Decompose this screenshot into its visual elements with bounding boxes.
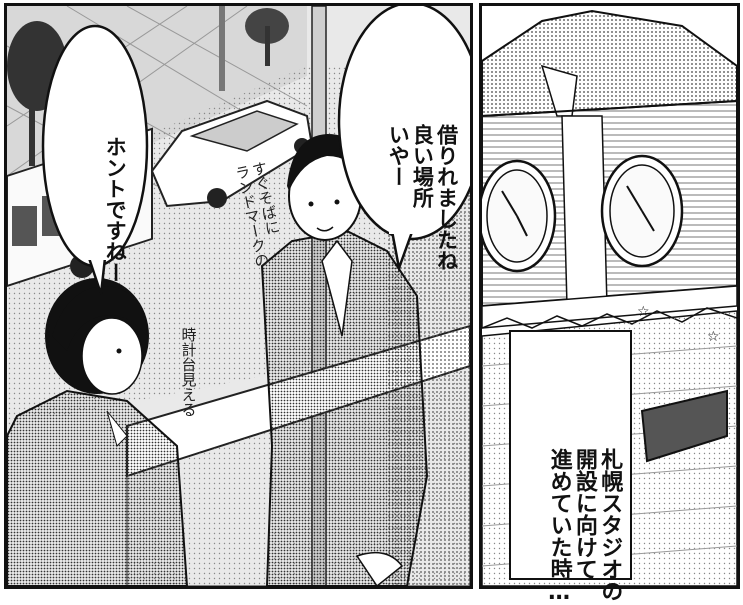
man-speech-bubble-shape	[337, 6, 470, 273]
svg-text:☆: ☆	[637, 304, 650, 320]
caption-line-2: 開設に向けて	[571, 448, 597, 580]
man-speech-line-3: 借りれましたね	[434, 124, 459, 271]
narration-caption: 札幌スタジオの 開設に向けて 進めていた時…	[521, 348, 647, 605]
man-figure	[260, 134, 429, 586]
caption-line-1: 札幌スタジオの	[597, 448, 623, 602]
clock-face-right	[600, 154, 684, 268]
clock-tower-side-note: 時計台見える	[162, 255, 214, 417]
narration-caption-box	[509, 330, 632, 580]
clock-tower-note-text: 時計台見える	[179, 327, 198, 417]
manga-page: 借りれましたね 良い場所 いやー ホントですねー すぐそばに ランドマークの 時…	[4, 3, 740, 605]
woman-speech-bubble-shape	[41, 24, 149, 295]
woman-speech-bubble: ホントですねー	[79, 40, 151, 283]
office-scene-illustration	[7, 6, 470, 586]
left-panel	[4, 3, 473, 589]
building-sign	[640, 389, 728, 463]
woman-figure	[7, 278, 189, 586]
woman-speech-text: ホントですねー	[103, 136, 128, 283]
caption-line-3: 進めていた時…	[546, 448, 572, 605]
man-speech-bubble: 借りれましたね 良い場所 いやー	[362, 28, 483, 271]
man-speech-line-2: 良い場所	[410, 124, 435, 208]
man-speech-line-1: いやー	[386, 124, 411, 187]
clock-face-left	[482, 159, 557, 273]
car-illustration	[150, 99, 314, 208]
